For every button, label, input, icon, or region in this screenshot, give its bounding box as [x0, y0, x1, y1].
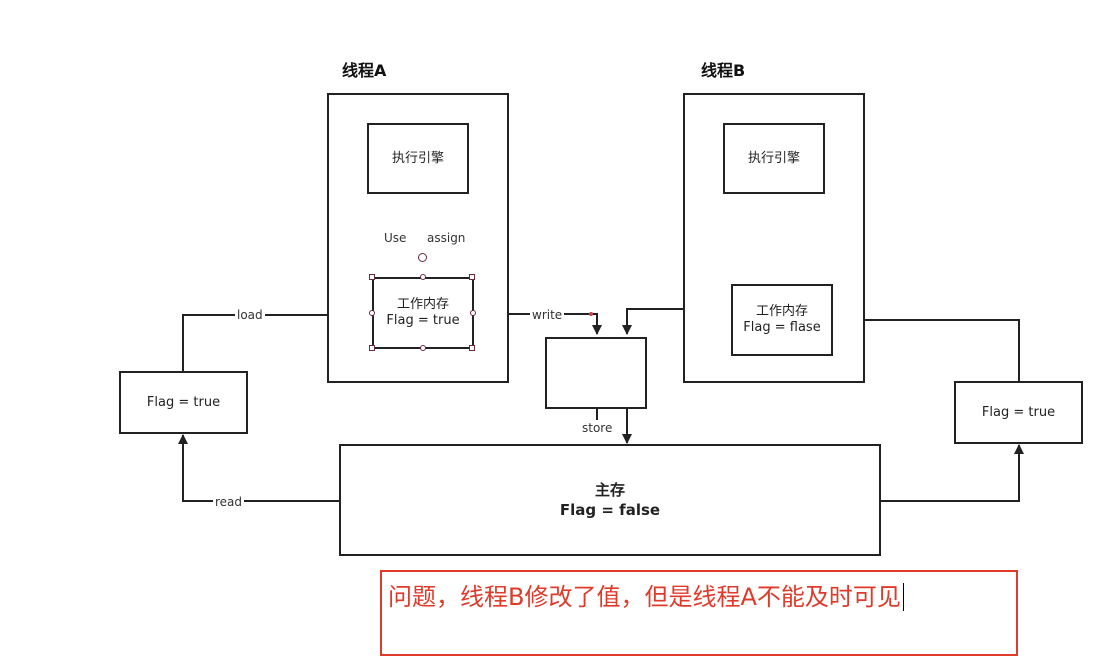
connect-point-top[interactable]: [420, 274, 426, 280]
load-label: load: [235, 308, 265, 322]
connect-point-bottom[interactable]: [420, 345, 426, 351]
text-cursor: [902, 583, 904, 611]
main-memory-title: 主存: [594, 481, 625, 499]
connect-point-left[interactable]: [369, 310, 375, 316]
main-memory-flag: Flag = false: [559, 501, 661, 519]
right-flag-copy: Flag = true: [954, 381, 1083, 444]
resize-handle-bottom-right[interactable]: [469, 345, 475, 351]
rotate-handle[interactable]: [418, 253, 427, 262]
thread-a-engine: 执行引擎: [367, 123, 469, 194]
write-label: write: [530, 308, 565, 322]
store-label: store: [580, 421, 615, 435]
right-flag-copy-text: Flag = true: [981, 404, 1056, 420]
use-label: Use: [382, 231, 409, 245]
problem-note-text: 问题，线程B修改了值，但是线程A不能及时可见: [388, 583, 901, 611]
resize-handle-top-left[interactable]: [369, 274, 375, 280]
right-load-arrow: [833, 315, 1020, 381]
thread-b-work-memory: 工作内存 Flag = flase: [731, 284, 833, 356]
thread-a-work-memory[interactable]: 工作内存 Flag = true: [372, 277, 474, 349]
thread-b-title: 线程B: [701, 61, 746, 80]
store-buffer-box: [545, 337, 647, 409]
left-flag-copy-text: Flag = true: [146, 394, 221, 410]
thread-a-title: 线程A: [342, 61, 387, 80]
main-memory-box: 主存 Flag = false: [339, 444, 881, 556]
thread-b-work-memory-title: 工作内存: [755, 304, 808, 319]
thread-b-engine-label: 执行引擎: [747, 150, 800, 166]
connect-point-right[interactable]: [470, 310, 476, 316]
thread-a-work-memory-flag: Flag = true: [386, 313, 460, 328]
thread-b-work-memory-flag: Flag = flase: [743, 320, 821, 335]
left-flag-copy: Flag = true: [119, 371, 248, 434]
read-label: read: [213, 495, 245, 509]
thread-a-engine-label: 执行引擎: [391, 150, 444, 166]
thread-a-work-memory-title: 工作内存: [396, 297, 449, 312]
thread-b-engine: 执行引擎: [723, 123, 825, 194]
resize-handle-top-right[interactable]: [469, 274, 475, 280]
problem-note[interactable]: 问题，线程B修改了值，但是线程A不能及时可见: [380, 570, 1018, 656]
right-read-arrow: [880, 444, 1024, 502]
read-arrow: [178, 434, 340, 502]
resize-handle-bottom-left[interactable]: [369, 345, 375, 351]
load-arrow: [182, 310, 369, 372]
assign-label: assign: [425, 231, 468, 245]
